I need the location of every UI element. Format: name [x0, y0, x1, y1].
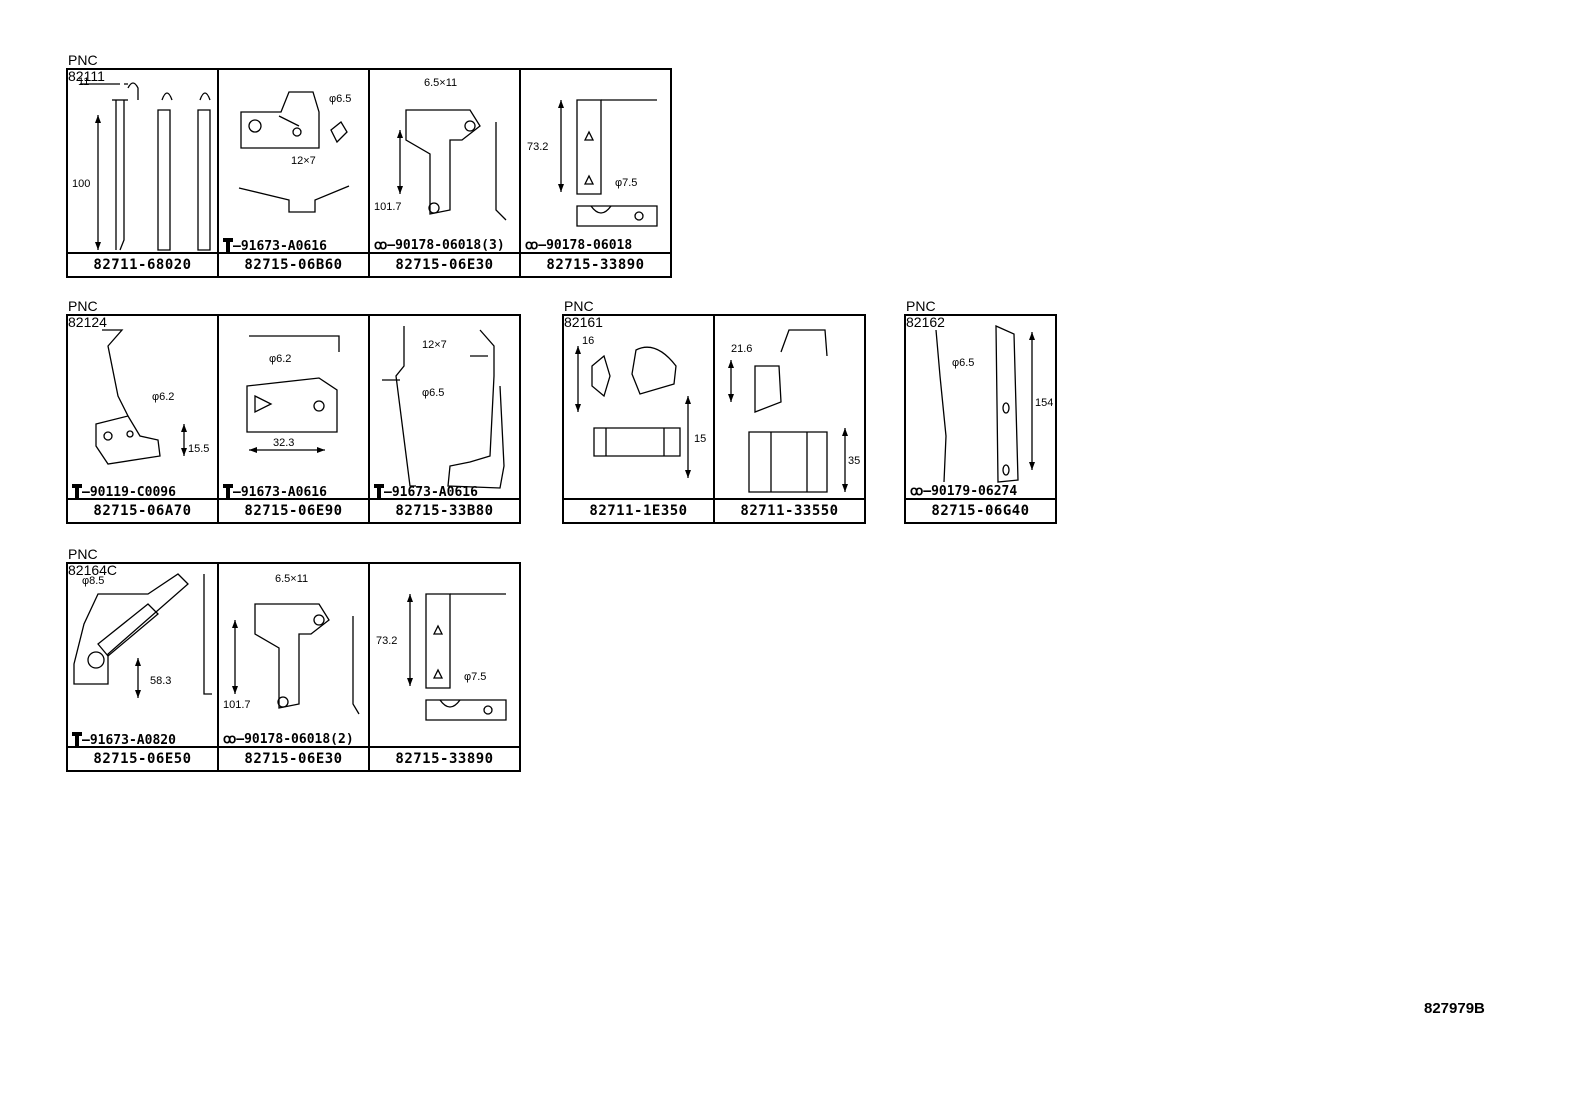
dim-label: φ6.5 — [952, 357, 974, 369]
fastener-number: 90178-06018(3) — [395, 238, 505, 253]
part-number[interactable]: 82715-06G40 — [906, 498, 1055, 522]
part-number[interactable]: 82711-1E350 — [564, 498, 713, 522]
part-panel[interactable]: 16 15 82711-1E350 — [562, 314, 715, 524]
fastener-number: 91673-A0616 — [240, 239, 327, 254]
dim-label: φ7.5 — [464, 671, 486, 683]
dim-label: 35 — [848, 455, 860, 467]
part-number[interactable]: 82715-06E50 — [68, 746, 217, 770]
dim-label: 12×7 — [291, 155, 316, 167]
part-number[interactable]: 82715-06E30 — [370, 252, 519, 276]
dim-label: φ6.2 — [152, 391, 174, 403]
pnc-label: PNC 82162 — [906, 298, 945, 330]
part-panel[interactable]: φ6.5 154 ꝏ—90179-06274 82715-06G40 — [904, 314, 1057, 524]
fastener-callout: —91673-A0616 — [374, 484, 478, 500]
part-illustration: 11 100 — [72, 76, 217, 256]
part-panel[interactable]: 12×7 φ6.5 —91673-A0616 82715-33B80 — [368, 314, 521, 524]
fastener-callout: —91673-A0616 — [223, 484, 327, 500]
part-number[interactable]: 82715-06A70 — [68, 498, 217, 522]
fastener-callout: —90119-C0096 — [72, 484, 176, 500]
dim-label: 21.6 — [731, 343, 752, 355]
part-illustration: φ6.5 154 — [906, 316, 1053, 502]
part-illustration: 21.6 35 — [728, 316, 860, 502]
bolt-icon — [72, 732, 82, 746]
part-illustration: φ6.2 32.3 — [219, 316, 368, 453]
fastener-callout: ꝏ—90178-06018(2) — [223, 732, 354, 747]
fastener-callout: ꝏ—90178-06018 — [525, 238, 633, 253]
dim-label: 6.5×11 — [275, 573, 308, 585]
washer-icon: ꝏ — [223, 732, 237, 747]
part-number[interactable]: 82715-06E90 — [219, 498, 368, 522]
part-panel[interactable]: φ6.5 12×7 —91673-A0616 82715-06B60 — [217, 68, 370, 278]
fastener-number: 91673-A0616 — [240, 485, 327, 500]
dim-label: 100 — [72, 178, 90, 190]
fastener-callout: ꝏ—90178-06018(3) — [374, 238, 505, 253]
dim-label: φ8.5 — [82, 575, 104, 587]
part-number[interactable]: 82715-06B60 — [219, 252, 368, 276]
part-illustration: 6.5×11 101.7 — [223, 573, 368, 750]
bolt-icon — [72, 484, 82, 498]
part-panel[interactable]: 21.6 35 82711-33550 — [713, 314, 866, 524]
part-illustration: 12×7 φ6.5 — [370, 316, 519, 502]
part-panel[interactable]: 6.5×11 101.7 ꝏ—90178-06018(3) 82715-06E3… — [368, 68, 521, 278]
pnc-label: PNC 82124 — [68, 298, 107, 330]
dim-label: φ7.5 — [615, 177, 637, 189]
fastener-number: 90178-06018(2) — [244, 732, 354, 747]
dim-label: φ6.5 — [422, 387, 444, 399]
dim-label: 101.7 — [374, 201, 402, 213]
dim-label: 58.3 — [150, 675, 171, 687]
pnc-label: PNC 82161 — [564, 298, 603, 330]
bolt-icon — [374, 484, 384, 498]
part-illustration: φ8.5 58.3 — [68, 564, 217, 698]
part-panel[interactable]: 73.2 φ7.5 ꝏ—90178-06018 82715-33890 — [519, 68, 672, 278]
dim-label: φ6.5 — [329, 93, 351, 105]
part-illustration: φ6.5 12×7 — [219, 70, 351, 256]
dim-label: 73.2 — [376, 635, 397, 647]
fastener-callout: —91673-A0616 — [223, 238, 327, 254]
part-number[interactable]: 82711-33550 — [715, 498, 864, 522]
part-illustration: φ6.2 15.5 — [68, 316, 209, 502]
dim-label: 15 — [694, 433, 706, 445]
part-illustration: 6.5×11 101.7 — [374, 77, 519, 256]
part-illustration: 16 15 — [575, 335, 706, 478]
dim-label: 16 — [582, 335, 594, 347]
fastener-callout: ꝏ—90179-06274 — [910, 484, 1018, 499]
washer-icon: ꝏ — [525, 238, 539, 253]
part-panel[interactable]: φ8.5 58.3 —91673-A0820 82715-06E50 — [66, 562, 219, 772]
dim-label: 101.7 — [223, 699, 251, 711]
dim-label: 32.3 — [273, 437, 294, 449]
fastener-callout: —91673-A0820 — [72, 732, 176, 748]
part-number[interactable]: 82715-06E30 — [219, 746, 368, 770]
dim-label: φ6.2 — [269, 353, 291, 365]
washer-icon: ꝏ — [910, 484, 924, 499]
part-illustration: 73.2 φ7.5 — [527, 70, 670, 256]
part-number[interactable]: 82715-33B80 — [370, 498, 519, 522]
pnc-label: PNC 82164C — [68, 546, 118, 578]
fastener-number: 91673-A0616 — [391, 485, 478, 500]
bolt-icon — [223, 484, 233, 498]
fastener-number: 90179-06274 — [931, 484, 1018, 499]
dim-label: 12×7 — [422, 339, 447, 351]
fastener-number: 90178-06018 — [546, 238, 633, 253]
part-number[interactable]: 82711-68020 — [68, 252, 217, 276]
pnc-label: PNC 82111 — [68, 52, 105, 84]
part-illustration: 73.2 φ7.5 — [376, 564, 519, 750]
part-panel[interactable]: 73.2 φ7.5 82715-33890 — [368, 562, 521, 772]
fastener-number: 91673-A0820 — [89, 733, 176, 748]
dim-label: 73.2 — [527, 141, 548, 153]
part-panel[interactable]: φ6.2 32.3 —91673-A0616 82715-06E90 — [217, 314, 370, 524]
dim-label: 15.5 — [188, 443, 209, 455]
dim-label: 6.5×11 — [424, 77, 457, 89]
part-panel[interactable]: φ6.2 15.5 —90119-C0096 82715-06A70 — [66, 314, 219, 524]
fastener-number: 90119-C0096 — [89, 485, 176, 500]
part-number[interactable]: 82715-33890 — [370, 746, 519, 770]
part-number[interactable]: 82715-33890 — [521, 252, 670, 276]
part-panel[interactable]: 11 100 82711-68020 — [66, 68, 219, 278]
diagram-id: 827979B — [1424, 1000, 1485, 1017]
washer-icon: ꝏ — [374, 238, 388, 253]
bolt-icon — [223, 238, 233, 252]
part-panel[interactable]: 6.5×11 101.7 ꝏ—90178-06018(2) 82715-06E3… — [217, 562, 370, 772]
dim-label: 154 — [1035, 397, 1053, 409]
dim-label: 11 — [78, 76, 89, 88]
